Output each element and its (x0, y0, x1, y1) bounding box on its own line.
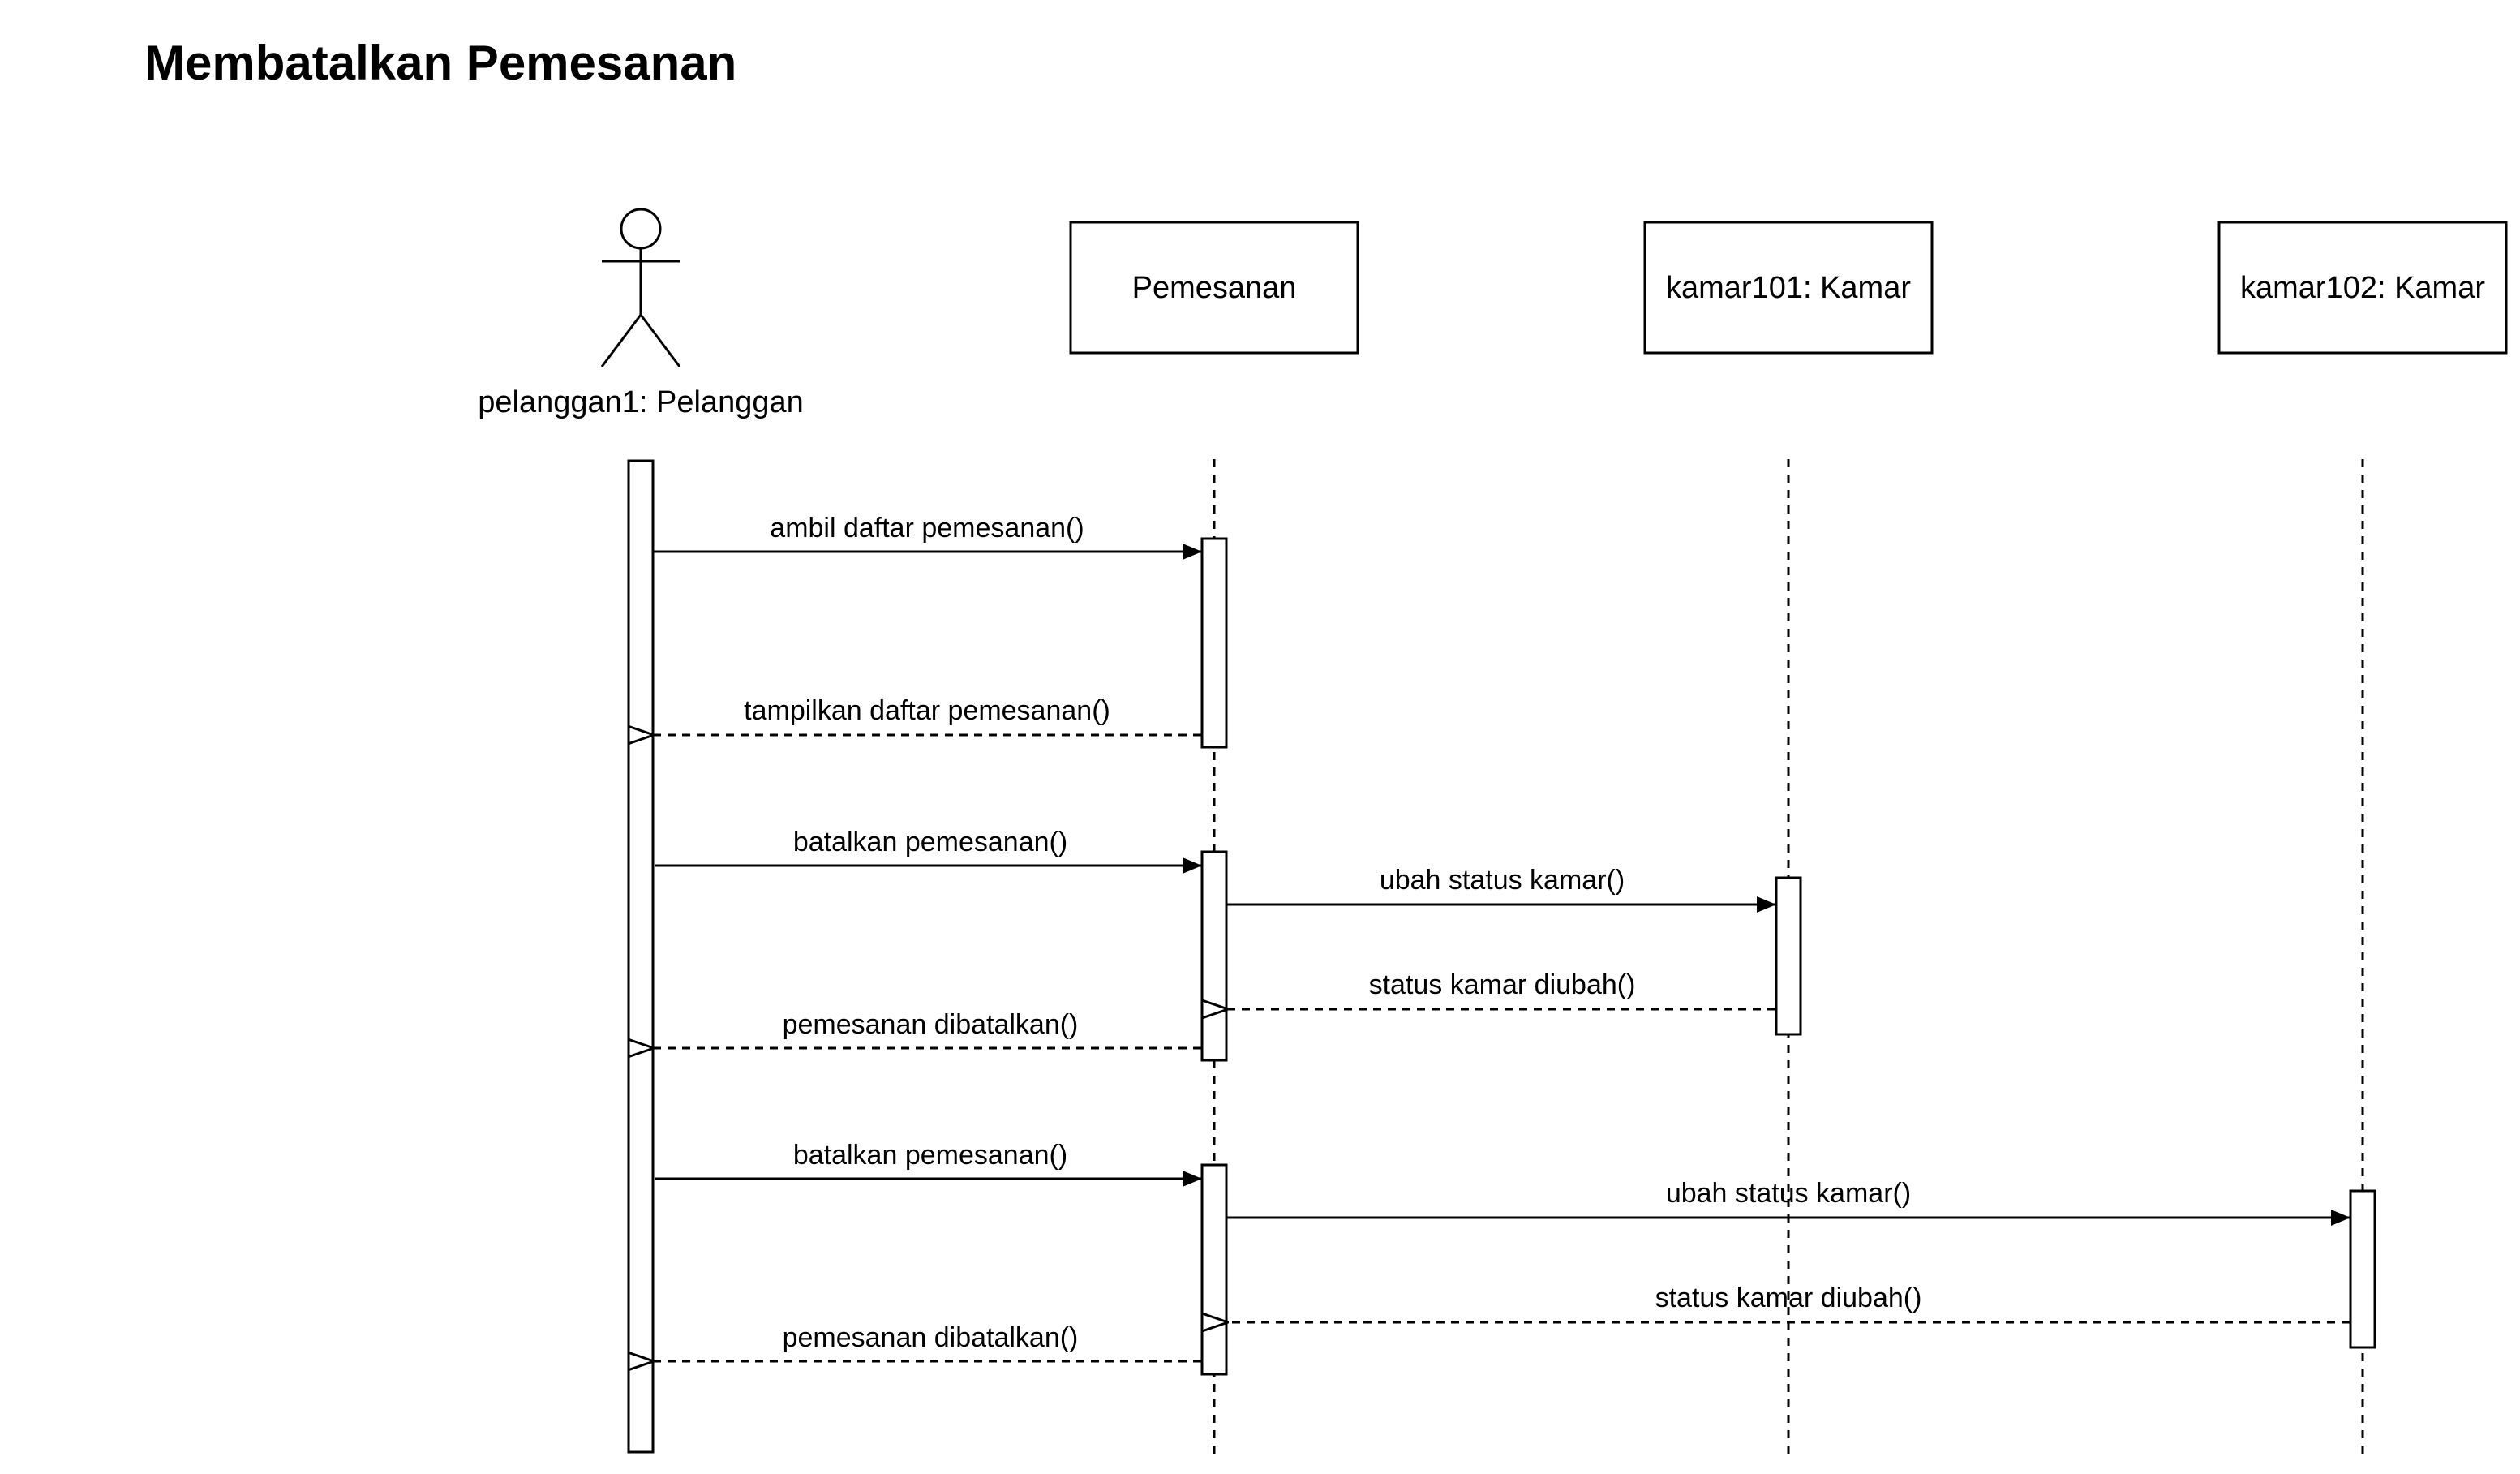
message-label: ubah status kamar() (1666, 1178, 1911, 1209)
diagram-title: Membatalkan Pemesanan (144, 36, 736, 90)
activation-bar-pemesanan-2 (1200, 850, 1228, 1062)
activation-bar-pemesanan-1 (1200, 537, 1228, 749)
activation-bar-pemesanan-3 (1200, 1163, 1228, 1376)
participant-label-pemesanan: Pemesanan (1132, 271, 1297, 305)
participant-label-kamar101: kamar101: Kamar (1666, 271, 1911, 305)
message-batalkan-pemesanan-2: batalkan pemesanan() (655, 1140, 1202, 1187)
participant-label-pelanggan1: pelanggan1: Pelanggan (478, 385, 804, 419)
activation-bar-pelanggan1 (627, 459, 655, 1454)
actor-pelanggan1: pelanggan1: Pelanggan (478, 208, 804, 419)
participant-kamar101: kamar101: Kamar (1643, 221, 1934, 355)
actor-right-leg (639, 314, 681, 367)
message-tampilkan-daftar-pemesanan: tampilkan daftar pemesanan() (654, 695, 1201, 735)
message-label: pemesanan dibatalkan() (783, 1322, 1079, 1353)
message-label: pemesanan dibatalkan() (783, 1009, 1079, 1040)
participant-box (1643, 221, 1934, 355)
message-label: tampilkan daftar pemesanan() (744, 695, 1110, 726)
actor-left-leg (600, 314, 642, 367)
participant-pemesanan: Pemesanan (1069, 221, 1359, 355)
participant-box (1069, 221, 1359, 355)
message-label: status kamar diubah() (1655, 1283, 1922, 1313)
message-status-kamar-diubah-1: status kamar diubah() (1228, 969, 1775, 1009)
message-label: status kamar diubah() (1369, 969, 1636, 1000)
message-label: batalkan pemesanan() (793, 827, 1067, 857)
message-pemesanan-dibatalkan-1: pemesanan dibatalkan() (654, 1009, 1201, 1048)
participant-box (2217, 221, 2508, 355)
activation-bar-kamar102 (2349, 1189, 2376, 1349)
message-label: ubah status kamar() (1380, 865, 1625, 896)
message-ubah-status-kamar101: ubah status kamar() (1227, 865, 1776, 913)
message-ubah-status-kamar102: ubah status kamar() (1227, 1178, 2350, 1226)
activation-bar-kamar101 (1775, 876, 1802, 1036)
actor-head (620, 208, 662, 250)
message-status-kamar-diubah-2: status kamar diubah() (1228, 1283, 2350, 1322)
message-pemesanan-dibatalkan-2: pemesanan dibatalkan() (654, 1322, 1201, 1361)
message-label: batalkan pemesanan() (793, 1140, 1067, 1171)
participant-kamar102: kamar102: Kamar (2217, 221, 2508, 355)
message-label: ambil daftar pemesanan() (770, 513, 1084, 544)
message-batalkan-pemesanan-1: batalkan pemesanan() (655, 827, 1202, 874)
participant-label-kamar102: kamar102: Kamar (2240, 271, 2485, 305)
message-ambil-daftar-pemesanan: ambil daftar pemesanan() (654, 513, 1202, 560)
